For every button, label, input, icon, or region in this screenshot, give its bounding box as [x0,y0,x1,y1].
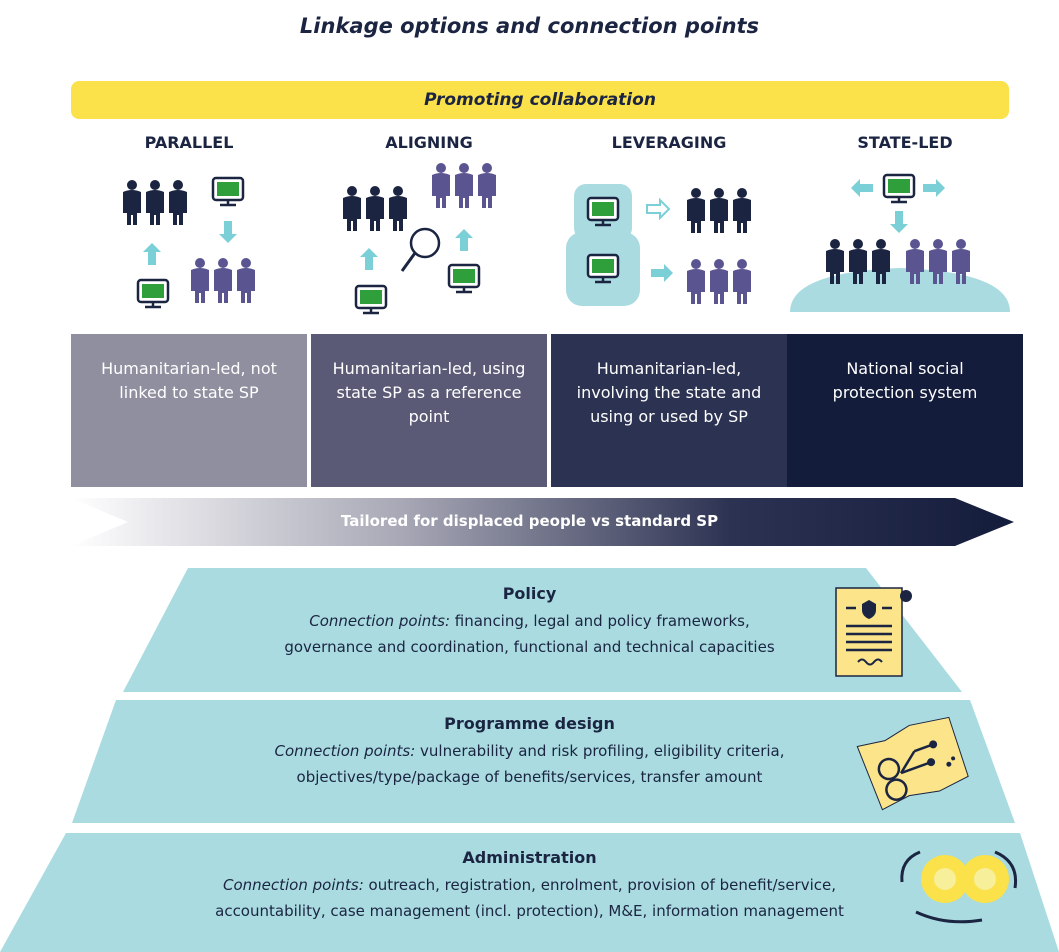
aligning-illustration [343,163,496,315]
tier-policy-line-1: Connection points: financing, legal and … [0,610,1059,633]
tier-administration-band [0,833,1059,952]
tier-programme-text-1: vulnerability and risk profiling, eligib… [415,742,785,760]
tier-policy-text-1: financing, legal and policy frameworks, [450,612,750,630]
description-box-aligning: Humanitarian-led, using state SP as a re… [311,334,547,487]
tier-administration-line-2: accountability, case management (incl. p… [215,902,844,920]
tier-administration-line-1: Connection points: outreach, registratio… [0,874,1059,897]
tier-programme-prefix: Connection points: [274,742,416,760]
diagram-title: Linkage options and connection points [299,14,760,38]
programme-design-map-icon [856,716,969,811]
administration-gears-icon [900,850,1018,924]
promoting-collaboration-banner: Promoting collaboration [71,81,1009,119]
tier-programme-line-2: objectives/type/package of benefits/serv… [296,768,763,786]
tier-administration-prefix: Connection points: [222,876,364,894]
tailoring-gradient-arrow [71,498,1014,546]
gradient-arrow-label: Tailored for displaced people vs standar… [340,512,719,530]
column-heading-state-led: STATE-LED [857,133,953,152]
leveraging-illustration [566,184,751,306]
parallel-illustration [123,176,255,309]
column-heading-leveraging: LEVERAGING [611,133,727,152]
tier-programme-band [72,700,1015,823]
description-box-leveraging: Humanitarian-led, involving the state an… [551,334,787,487]
tier-administration-text-1: outreach, registration, enrolment, provi… [363,876,837,894]
tier-policy-band [123,568,962,692]
tier-programme-line-1: Connection points: vulnerability and ris… [0,740,1059,763]
state-led-illustration [790,173,1010,312]
tier-policy-title: Policy [502,584,557,603]
column-heading-parallel: PARALLEL [144,133,234,152]
column-heading-aligning: ALIGNING [385,133,473,152]
tier-policy-prefix: Connection points: [309,612,451,630]
tier-policy-line-2: governance and coordination, functional … [284,638,775,656]
tier-administration-title: Administration [462,848,597,867]
tier-programme-title: Programme design [444,714,615,733]
description-box-state-led: National social protection system [787,334,1023,487]
description-box-parallel: Humanitarian-led, not linked to state SP [71,334,307,487]
policy-document-icon [835,587,912,677]
